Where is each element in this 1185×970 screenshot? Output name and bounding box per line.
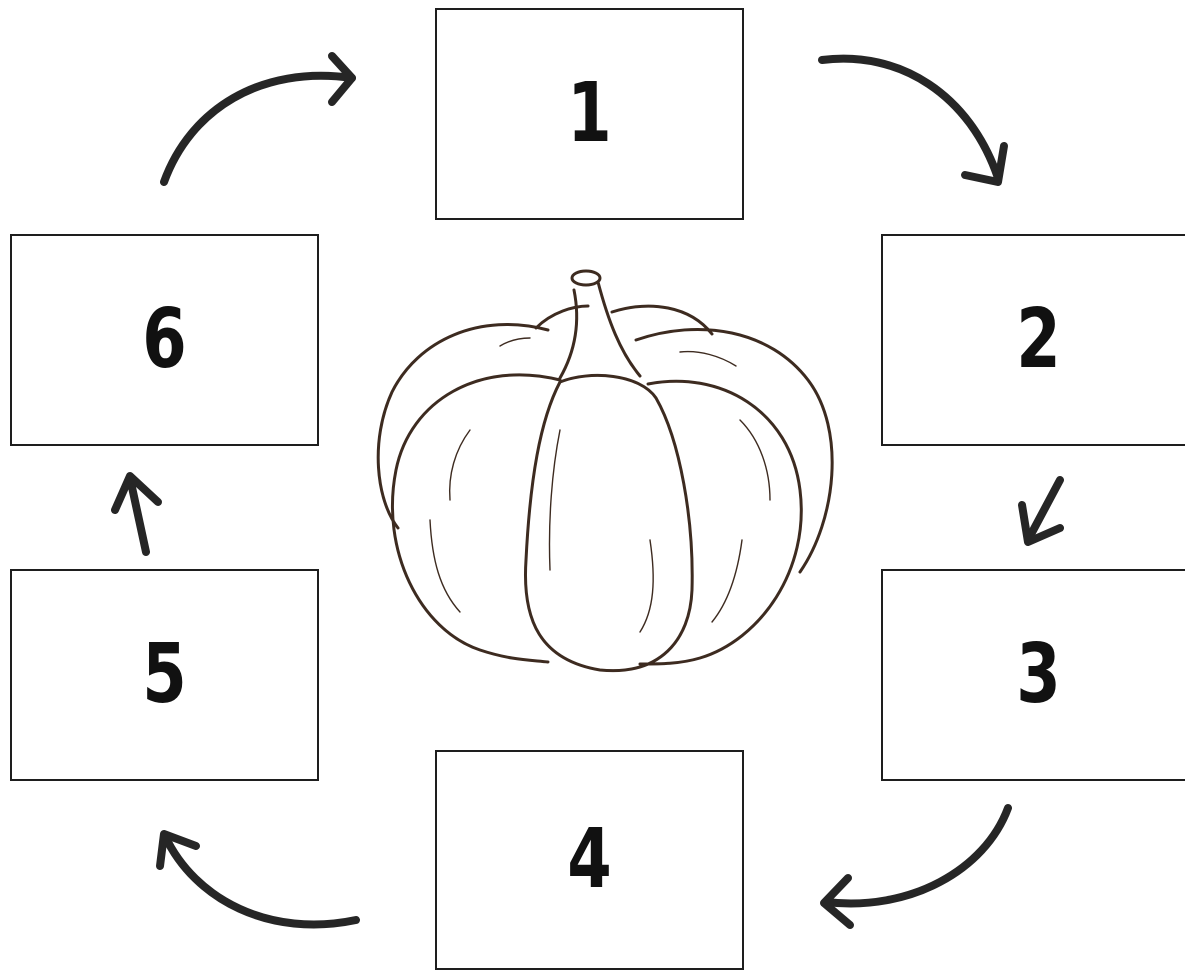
arrow-1-to-2 [822,59,1004,182]
step-box-5: 5 [10,569,319,781]
arrow-3-to-4 [824,808,1008,925]
step-number-4: 4 [567,819,612,901]
arrow-2-to-3 [1022,480,1060,542]
step-number-3: 3 [1016,634,1061,716]
step-box-2: 2 [881,234,1185,446]
step-box-3: 3 [881,569,1185,781]
arrow-5-to-6 [115,476,158,552]
step-box-6: 6 [10,234,319,446]
arrow-4-to-5 [160,834,356,924]
step-number-6: 6 [142,299,187,381]
step-number-5: 5 [142,634,187,716]
step-box-4: 4 [435,750,744,970]
step-box-1: 1 [435,8,744,220]
step-number-1: 1 [567,73,612,155]
arrow-6-to-1 [164,56,352,182]
step-number-2: 2 [1016,299,1061,381]
